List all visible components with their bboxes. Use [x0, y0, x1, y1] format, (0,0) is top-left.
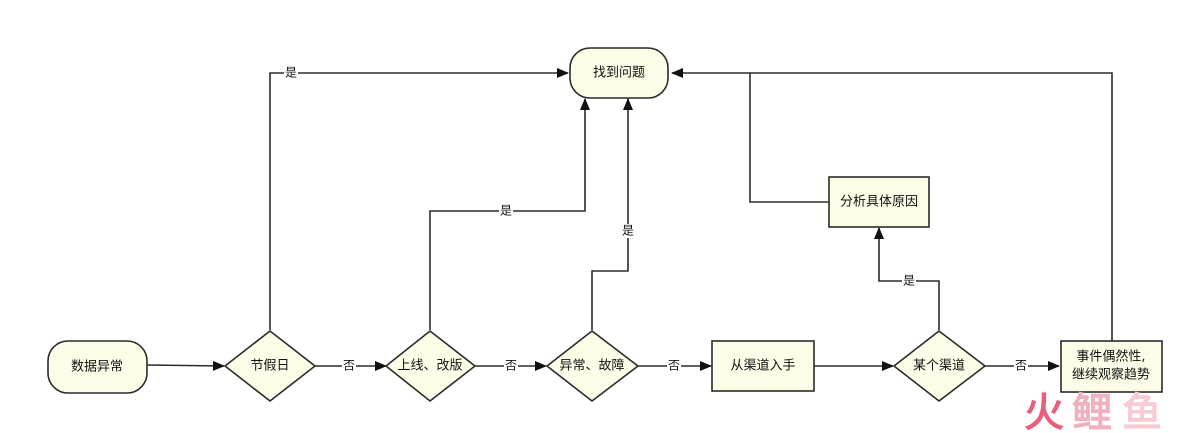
- node-holiday[interactable]: 节假日: [223, 329, 317, 403]
- svg-text:鱼: 鱼: [1122, 390, 1162, 433]
- edge-label-fault-yes: 是: [621, 224, 635, 238]
- edge-label-release-no: 否: [504, 359, 518, 373]
- svg-text:继续观察趋势: 继续观察趋势: [1072, 367, 1150, 383]
- edge-label-release-yes: 是: [499, 204, 513, 218]
- edge-label-channel-no: 否: [1014, 359, 1028, 373]
- svg-text:火: 火: [1024, 390, 1064, 433]
- node-analyze-cause[interactable]: 分析具体原因: [828, 176, 930, 228]
- svg-text:分析具体原因: 分析具体原因: [840, 195, 918, 210]
- node-event-random[interactable]: 事件偶然性, 继续观察趋势: [1060, 340, 1163, 393]
- svg-text:节假日: 节假日: [250, 359, 289, 374]
- edge-fault-yes: [591, 98, 633, 330]
- svg-text:找到问题: 找到问题: [593, 66, 645, 81]
- watermark-logo: 火 鲤 鱼: [1024, 390, 1162, 433]
- edge-analyze-to-found: [671, 68, 829, 203]
- svg-text:数据异常: 数据异常: [71, 360, 123, 375]
- svg-text:否: 否: [1015, 359, 1027, 373]
- svg-text:是: 是: [903, 274, 915, 288]
- svg-text:是: 是: [500, 204, 512, 218]
- edge-data-to-holiday: [146, 360, 225, 371]
- node-found-problem[interactable]: 找到问题: [569, 47, 669, 99]
- svg-text:是: 是: [285, 66, 297, 80]
- svg-text:从渠道入手: 从渠道入手: [730, 359, 795, 374]
- svg-text:否: 否: [505, 359, 517, 373]
- edge-event-to-found: [750, 72, 1113, 341]
- edge-holiday-yes: [269, 68, 569, 330]
- node-from-channel[interactable]: 从渠道入手: [711, 340, 815, 392]
- edge-label-holiday-yes: 是: [284, 66, 298, 80]
- svg-text:事件偶然性,: 事件偶然性,: [1076, 349, 1145, 365]
- node-fault[interactable]: 异常、故障: [545, 329, 640, 403]
- svg-text:否: 否: [668, 359, 680, 373]
- svg-text:是: 是: [622, 224, 634, 238]
- node-release[interactable]: 上线、改版: [384, 329, 477, 403]
- node-data-abnormal[interactable]: 数据异常: [47, 340, 148, 394]
- svg-text:否: 否: [343, 359, 355, 373]
- svg-text:上线、改版: 上线、改版: [397, 359, 462, 374]
- node-some-channel[interactable]: 某个渠道: [892, 329, 987, 403]
- edge-label-channel-yes: 是: [902, 274, 916, 288]
- edge-label-holiday-no: 否: [342, 359, 356, 373]
- svg-text:鲤: 鲤: [1072, 390, 1112, 433]
- svg-text:某个渠道: 某个渠道: [913, 359, 965, 374]
- svg-text:异常、故障: 异常、故障: [559, 359, 624, 374]
- edge-label-fault-no: 否: [667, 359, 681, 373]
